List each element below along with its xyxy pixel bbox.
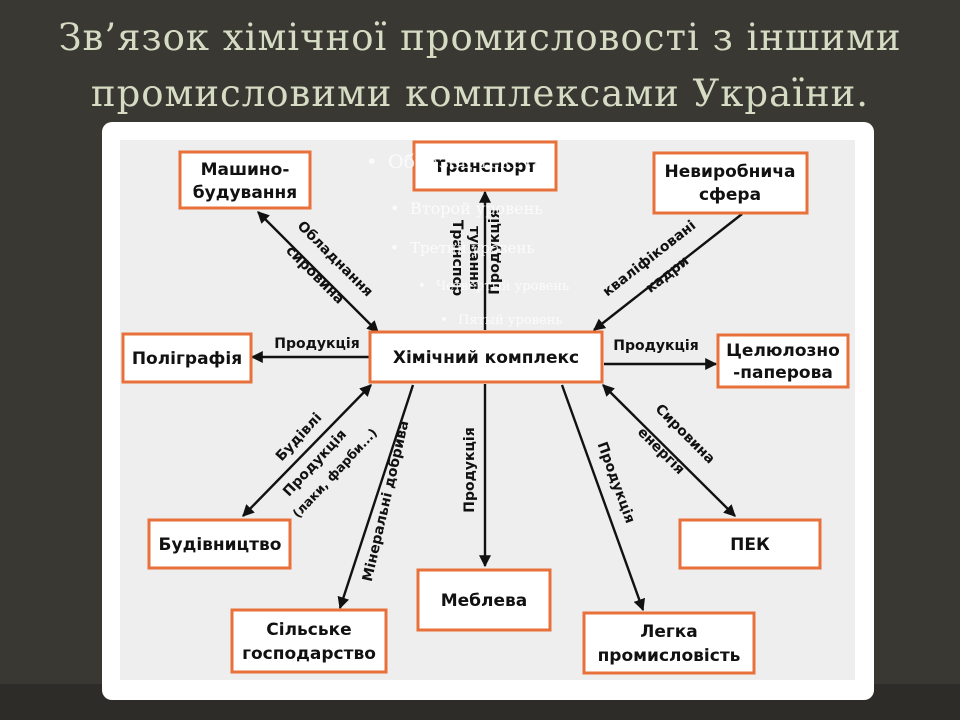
label-transportuvannia-2: тування	[466, 226, 482, 290]
placeholder-level-1: Образец текста	[388, 151, 544, 173]
label-transportuvannia-1: Транспор	[449, 220, 465, 296]
svg-text:сфера: сфера	[699, 185, 761, 205]
node-mebleva: Меблева	[416, 568, 552, 632]
node-khimichnyi-kompleks: Хімічний комплекс	[368, 330, 604, 384]
placeholder-level-4: Четвертый уровень	[436, 279, 569, 294]
placeholder-level-2: Второй уровень	[410, 199, 543, 218]
placeholder-bullet-3: •	[390, 239, 399, 257]
placeholder-text-overlay: • Образец текста • Второй уровень • Трет…	[366, 151, 569, 328]
svg-text:господарство: господарство	[242, 644, 376, 664]
svg-text:Хімічний комплекс: Хімічний комплекс	[393, 348, 579, 368]
svg-text:Легка: Легка	[640, 622, 698, 642]
label-produktsia-mebleva: Продукція	[462, 427, 478, 512]
node-poligrafia: Поліграфія	[121, 332, 253, 384]
svg-text:Меблева: Меблева	[441, 591, 528, 611]
svg-text:ПЕК: ПЕК	[730, 535, 770, 555]
svg-text:Поліграфія: Поліграфія	[132, 349, 242, 369]
svg-text:будування: будування	[193, 183, 297, 203]
svg-text:-паперова: -паперова	[733, 363, 833, 383]
title-line-1: Зв’язок хімічної промисловості з іншими	[58, 16, 902, 59]
svg-text:промисловість: промисловість	[598, 646, 741, 666]
label-produktsia-right: Продукція	[613, 338, 698, 354]
edge-lehka	[560, 384, 645, 612]
edge-silske	[337, 384, 415, 610]
label-produktsia-left: Продукція	[274, 336, 359, 352]
svg-text:Будівництво: Будівництво	[159, 535, 282, 555]
placeholder-bullet-2: •	[390, 199, 399, 218]
node-mashynobuduvannia: Машино- будування	[178, 150, 312, 210]
node-nevyrobnycha-sfera: Невиробнича сфера	[652, 151, 809, 215]
svg-text:Машино-: Машино-	[201, 160, 290, 180]
node-lehka-promyslovist: Легка промисловість	[582, 611, 756, 675]
node-budivnytstvo: Будівництво	[147, 518, 292, 570]
node-pek: ПЕК	[678, 518, 822, 570]
node-tseliulozno-paperova: Целюлозно -паперова	[716, 333, 850, 389]
edge-pek	[602, 384, 736, 517]
svg-text:Невиробнича: Невиробнича	[665, 162, 796, 182]
placeholder-bullet-5: •	[440, 313, 448, 328]
placeholder-bullet-1: •	[366, 151, 377, 173]
placeholder-bullet-4: •	[418, 279, 426, 294]
svg-text:Транспорт: Транспорт	[434, 157, 537, 177]
placeholder-level-3: Третий уровень	[410, 239, 535, 257]
node-transport: Транспорт	[412, 140, 558, 192]
edge-mashyno	[257, 211, 379, 333]
placeholder-level-5: Пятый уровень	[458, 313, 562, 328]
edge-labels: Обладнання сировина Транспор тування Про…	[273, 209, 718, 583]
label-produktsia-lehka: Продукція	[594, 440, 638, 526]
svg-text:Целюлозно: Целюлозно	[726, 341, 840, 361]
edge-budivnytstvo	[242, 384, 372, 517]
node-silske-hospodarstvo: Сільське господарство	[230, 608, 388, 674]
slide-title: Зв’язок хімічної промисловості з іншими …	[40, 10, 920, 122]
label-produktsia-transport: Продукція	[487, 209, 503, 294]
title-line-2: промисловими комплексами України.	[90, 72, 870, 115]
edge-nevyrobnycha	[593, 213, 743, 331]
svg-text:Сільське: Сільське	[266, 620, 351, 640]
